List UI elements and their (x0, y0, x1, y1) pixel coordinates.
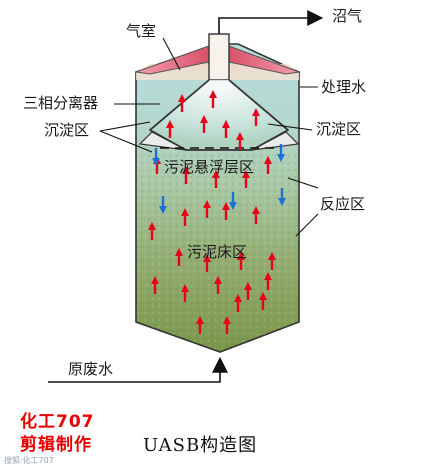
separator-hood (149, 79, 289, 151)
upflow-arrow-12 (264, 156, 272, 174)
raw-water-inlet-line (48, 356, 228, 383)
upflow-arrow-16 (252, 206, 260, 224)
upflow-arrow-22 (151, 276, 159, 294)
upflow-arrow-30 (264, 272, 272, 290)
upflow-arrow-17 (148, 222, 156, 240)
gas-chamber-label: 气室 (126, 22, 157, 40)
downflow-arrow-2 (277, 144, 285, 162)
treated-water-label: 处理水 (321, 78, 367, 96)
upflow-arrow-18 (175, 248, 183, 266)
sludge-suspension-label: 污泥悬浮层区 (164, 158, 255, 176)
upflow-arrow-10 (212, 170, 220, 188)
downflow-arrow-4 (229, 192, 237, 210)
upflow-arrow-11 (242, 170, 250, 188)
upflow-arrow-2 (209, 90, 217, 108)
downflow-arrow-3 (159, 196, 167, 214)
brand-line-1: 化工707 (20, 412, 95, 432)
upflow-arrow-26 (259, 292, 267, 310)
upflow-arrow-23 (181, 284, 189, 302)
flow-arrows (148, 90, 286, 334)
three-phase-separator-label: 三相分离器 (23, 94, 99, 112)
upflow-arrow-19 (203, 254, 211, 272)
downflow-arrow-5 (278, 188, 286, 206)
leader-lines (99, 37, 319, 237)
upflow-arrow-13 (181, 208, 189, 226)
separator-cone-right (251, 131, 300, 151)
upflow-arrow-5 (222, 120, 230, 138)
upflow-arrow-1 (178, 94, 186, 112)
raw-wastewater-label: 原废水 (68, 360, 114, 378)
sludge-particles (137, 150, 298, 351)
upflow-arrow-20 (237, 252, 245, 270)
settling-zone-right-label: 沉淀区 (316, 120, 362, 138)
gas-pipe (208, 33, 230, 81)
brand-line-2: 剪辑制作 (20, 435, 92, 455)
upflow-arrow-21 (268, 252, 276, 270)
upflow-arrow-24 (214, 276, 222, 294)
reaction-zone-label: 反应区 (320, 195, 366, 213)
separator-cone (138, 131, 187, 151)
settling-zone-left-label: 沉淀区 (44, 121, 90, 139)
downflow-arrow-1 (152, 148, 160, 166)
upflow-arrow-14 (203, 200, 211, 218)
upflow-arrow-7 (236, 132, 244, 150)
upflow-arrow-15 (222, 202, 230, 220)
biogas-label: 沼气 (332, 7, 363, 25)
biogas-outlet-line (218, 10, 324, 34)
upflow-arrow-27 (196, 316, 204, 334)
upflow-arrow-25 (244, 282, 252, 300)
diagram-caption: UASB构造图 (143, 435, 258, 456)
upflow-arrow-3 (252, 108, 260, 126)
upflow-arrow-6 (166, 120, 174, 138)
upflow-arrow-29 (234, 294, 242, 312)
watermark: 搜狐·化工707 (4, 456, 54, 465)
upflow-arrow-28 (223, 316, 231, 334)
upflow-arrow-9 (182, 166, 190, 184)
upflow-arrow-4 (200, 115, 208, 133)
sludge-bed-label: 污泥床区 (187, 243, 248, 261)
